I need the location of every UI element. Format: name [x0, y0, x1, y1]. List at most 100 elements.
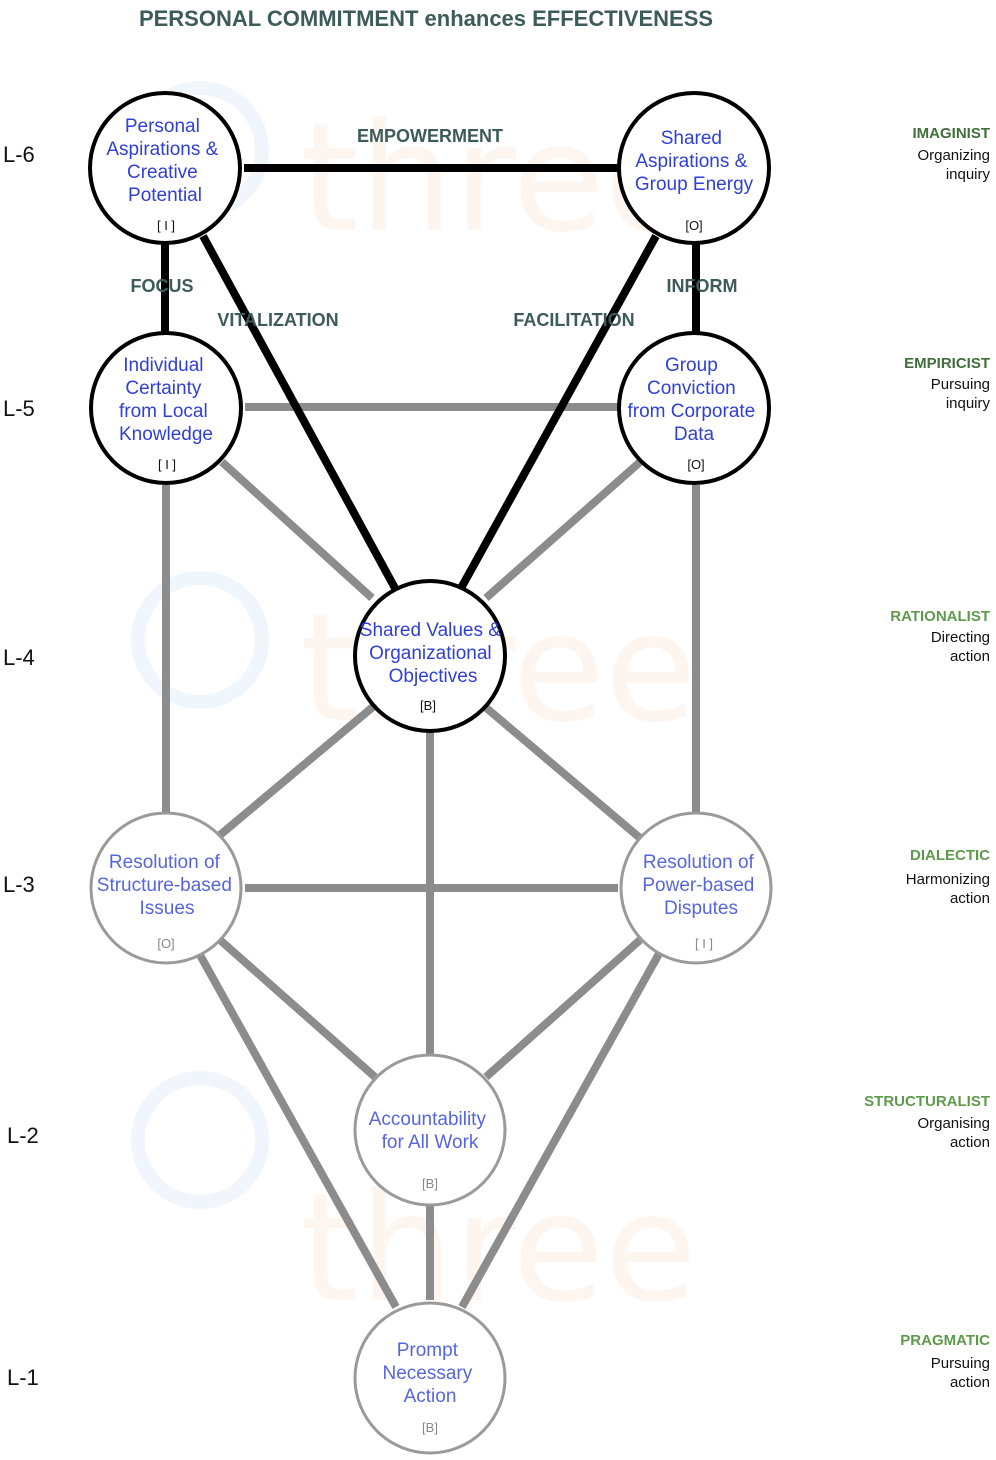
- node-line: Disputes: [664, 898, 738, 919]
- node-tag: [B]: [422, 1176, 438, 1191]
- weak-edges: [162, 403, 700, 1309]
- edge-l3left-l1: [196, 953, 400, 1309]
- edge-l4-l3right: [481, 702, 643, 842]
- node-line: Aspirations &: [635, 151, 747, 172]
- vitalization-label: VITALIZATION: [217, 310, 338, 330]
- node-line: Data: [674, 424, 715, 445]
- node-tag: [B]: [420, 698, 436, 713]
- mode-labels: IMAGINIST Organizing inquiry EMPIRICIST …: [864, 125, 990, 1391]
- svg-text:Shared Values & Organiza: Shared Values & Organizational Objective…: [360, 620, 506, 687]
- node-line: Objectives: [389, 666, 478, 687]
- mode-desc: inquiry: [946, 166, 991, 183]
- node-power-disputes: Resolution of Power-based Disputes [ I ]: [619, 811, 773, 965]
- node-line: Organizational: [369, 643, 492, 664]
- edge-facilitation: [456, 234, 660, 592]
- facilitation-label: FACILITATION: [513, 310, 634, 330]
- node-tag: [O]: [685, 218, 702, 233]
- node-line: Certainty: [125, 378, 202, 399]
- mode-name: STRUCTURALIST: [864, 1093, 990, 1110]
- edge-labels: EMPOWERMENT FOCUS VITALIZATION FACILITAT…: [131, 126, 738, 330]
- level-label: L-5: [3, 396, 35, 421]
- empowerment-label: EMPOWERMENT: [357, 126, 503, 146]
- mode-desc: Organising: [917, 1115, 990, 1132]
- edge-l4-l3left: [217, 702, 377, 839]
- mode-name: DIALECTIC: [910, 847, 990, 864]
- node-line: Necessary: [382, 1363, 472, 1384]
- node-shared-aspirations: Shared Aspirations & Group Energy [O]: [617, 91, 771, 245]
- node-line: Issues: [140, 898, 195, 919]
- node-personal-aspirations: Personal Aspirations & Creative Potentia…: [88, 91, 242, 245]
- edge-l5right-l4: [483, 459, 643, 601]
- node-accountability: Accountability for All Work [B]: [353, 1053, 507, 1207]
- focus-label: FOCUS: [131, 276, 194, 296]
- node-line: Creative: [127, 162, 198, 183]
- node-line: Action: [404, 1386, 457, 1407]
- mode-desc: Organizing: [917, 147, 990, 164]
- node-line: Prompt: [397, 1340, 459, 1361]
- level-label: L-6: [3, 142, 35, 167]
- node-line: Group Energy: [635, 174, 754, 195]
- node-line: from Corporate: [627, 401, 755, 422]
- mode-desc: action: [950, 890, 990, 907]
- strong-edges: [161, 164, 700, 592]
- node-line: Resolution of: [109, 852, 221, 873]
- node-line: Resolution of: [643, 852, 755, 873]
- level-label: L-1: [7, 1365, 39, 1390]
- edge-l3right-l1: [458, 950, 664, 1309]
- node-line: Structure-based: [97, 875, 232, 896]
- node-line: Personal: [125, 116, 200, 137]
- node-line: from Local: [119, 401, 208, 422]
- node-tag: [ I ]: [157, 218, 175, 233]
- node-tag: [ I ]: [695, 936, 713, 951]
- node-line: for All Work: [382, 1132, 479, 1153]
- mode-name: EMPIRICIST: [904, 355, 990, 372]
- svg-text:Prompt Necessary A: Prompt Necessary Action: [382, 1340, 477, 1407]
- node-tag: [O]: [687, 457, 704, 472]
- node-line: Power-based: [642, 875, 754, 896]
- level-label: L-2: [7, 1123, 39, 1148]
- node-line: Aspirations &: [106, 139, 218, 160]
- svg-text:Group Conviction f: Group Conviction from Corporate Data: [627, 355, 760, 445]
- mode-desc: action: [950, 1374, 990, 1391]
- edge-vitalization: [199, 234, 400, 592]
- node-line: Accountability: [369, 1109, 487, 1130]
- node-tag: [O]: [157, 936, 174, 951]
- mode-desc: Directing: [931, 629, 990, 646]
- mode-name: IMAGINIST: [913, 125, 991, 142]
- node-line: Conviction: [647, 378, 736, 399]
- mode-name: RATIONALIST: [890, 608, 990, 625]
- node-group-conviction: Group Conviction from Corporate Data [O]: [617, 331, 771, 485]
- mode-desc: action: [950, 1134, 990, 1151]
- svg-text:Individual Certainty: Individual Certainty from Local Knowledg…: [119, 355, 213, 445]
- mode-name: PRAGMATIC: [900, 1332, 990, 1349]
- mode-desc: action: [950, 648, 990, 665]
- svg-text:Shared Aspirations &: Shared Aspirations & Group Energy: [635, 128, 754, 195]
- mode-desc: Pursuing: [931, 376, 990, 393]
- inform-label: INFORM: [667, 276, 738, 296]
- node-line: Individual: [123, 355, 203, 376]
- node-line: Shared: [661, 128, 722, 149]
- edge-l3right-l2: [483, 937, 643, 1080]
- svg-text:Resolution of Structure-: Resolution of Structure-based Issues: [97, 852, 237, 919]
- level-labels: L-6 L-5 L-4 L-3 L-2 L-1: [3, 142, 39, 1390]
- level-label: L-4: [3, 645, 35, 670]
- node-tag: [ I ]: [158, 457, 176, 472]
- mode-desc: Harmonizing: [906, 871, 990, 888]
- node-prompt-action: Prompt Necessary Action [B]: [353, 1301, 507, 1455]
- svg-text:Accountability for All W: Accountability for All Work: [369, 1109, 492, 1153]
- diagram-title: PERSONAL COMMITMENT enhances EFFECTIVENE…: [139, 6, 713, 31]
- edge-l5left-l4: [219, 459, 375, 601]
- node-line: Knowledge: [119, 424, 213, 445]
- mode-desc: inquiry: [946, 395, 991, 412]
- level-label: L-3: [3, 872, 35, 897]
- node-line: Shared Values &: [360, 620, 502, 641]
- svg-text:Resolution of Power-base: Resolution of Power-based Disputes: [642, 852, 759, 919]
- node-line: Potential: [128, 185, 202, 206]
- node-line: Group: [665, 355, 718, 376]
- svg-text:Personal Aspirations &: Personal Aspirations & Creative Potentia…: [106, 116, 223, 206]
- node-tag: [B]: [422, 1420, 438, 1435]
- node-shared-values: Shared Values & Organizational Objective…: [353, 579, 507, 733]
- node-individual-certainty: Individual Certainty from Local Knowledg…: [89, 331, 243, 485]
